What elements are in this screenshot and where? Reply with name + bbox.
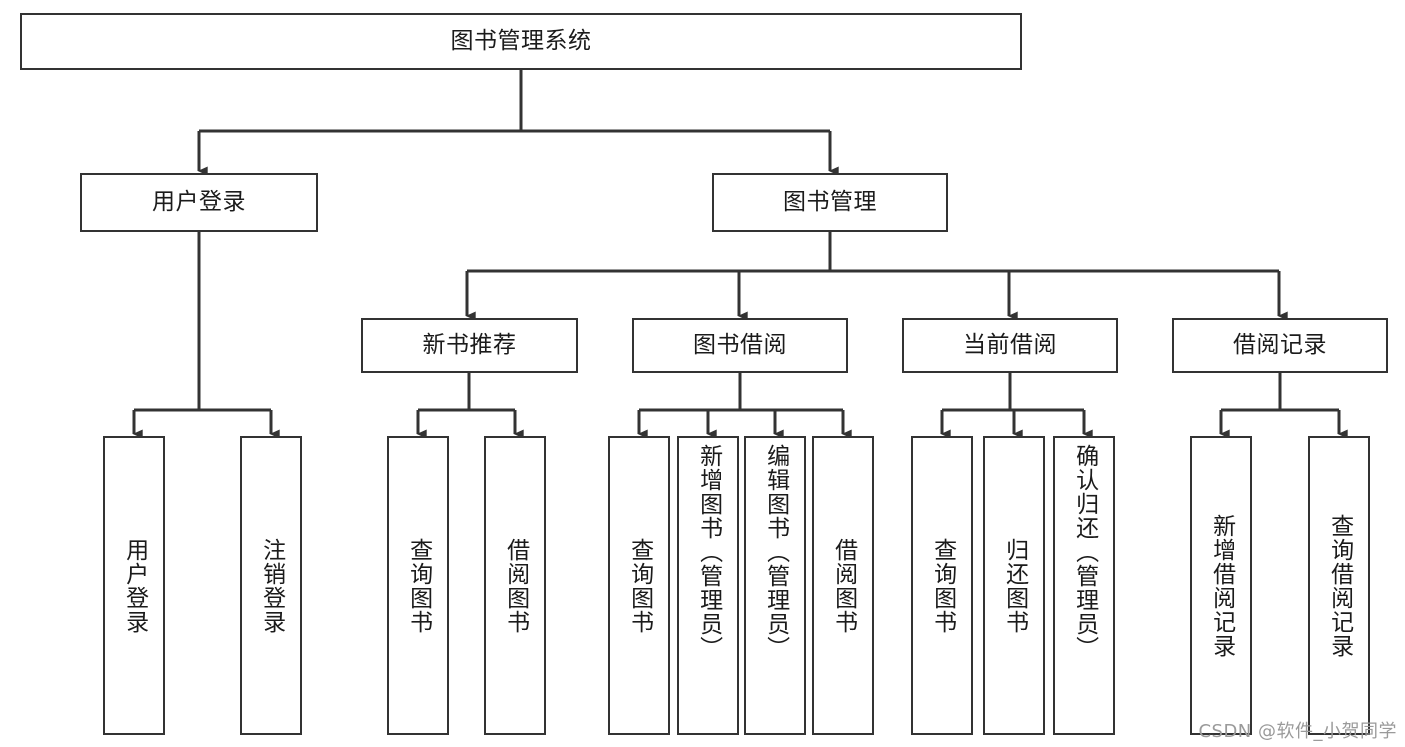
node-root-label: 图书管理系统 xyxy=(450,27,592,54)
connector-book-borrow-to-leaves xyxy=(637,373,852,439)
node-leaf-borrow-book-recommend-label: 借阅图书 xyxy=(502,537,529,634)
node-leaf-borrow-book-label: 借阅图书 xyxy=(830,537,857,634)
node-leaf-add-borrow-record-label: 新增借阅记录 xyxy=(1208,513,1235,658)
node-user-login-label: 用户登录 xyxy=(152,188,246,215)
node-current-borrow[interactable]: 当前借阅 xyxy=(902,318,1118,373)
node-leaf-query-borrow-record-label: 查询借阅记录 xyxy=(1326,513,1353,658)
node-borrow-record[interactable]: 借阅记录 xyxy=(1172,318,1388,373)
node-leaf-user-login[interactable]: 用户登录 xyxy=(103,436,165,735)
connector-root-to-level2 xyxy=(197,70,839,176)
node-leaf-user-logout-label: 注销登录 xyxy=(258,537,285,634)
node-leaf-query-book-borrow-label: 查询图书 xyxy=(626,537,653,634)
node-leaf-return-book-label: 归还图书 xyxy=(1001,537,1028,634)
node-new-book-recommend-label: 新书推荐 xyxy=(422,331,517,358)
node-book-borrow-label: 图书借阅 xyxy=(693,331,787,358)
node-book-borrow[interactable]: 图书借阅 xyxy=(632,318,848,373)
connector-borrow-record-to-leaves xyxy=(1219,373,1348,439)
node-new-book-recommend[interactable]: 新书推荐 xyxy=(361,318,578,373)
node-leaf-add-borrow-record[interactable]: 新增借阅记录 xyxy=(1190,436,1252,735)
node-leaf-query-book-recommend[interactable]: 查询图书 xyxy=(387,436,449,735)
node-leaf-confirm-return-label: 确认归还（管理员） xyxy=(1071,444,1098,660)
connector-book-manage-to-level3 xyxy=(465,232,1288,321)
node-leaf-query-book-current[interactable]: 查询图书 xyxy=(911,436,973,735)
node-root[interactable]: 图书管理系统 xyxy=(20,13,1022,70)
node-leaf-query-book-current-label: 查询图书 xyxy=(929,537,956,634)
node-leaf-add-book[interactable]: 新增图书（管理员） xyxy=(677,436,739,735)
node-leaf-add-book-label: 新增图书（管理员） xyxy=(695,444,722,660)
node-leaf-return-book[interactable]: 归还图书 xyxy=(983,436,1045,735)
node-leaf-edit-book[interactable]: 编辑图书（管理员） xyxy=(744,436,806,735)
node-leaf-borrow-book-recommend[interactable]: 借阅图书 xyxy=(484,436,546,735)
node-leaf-query-book-recommend-label: 查询图书 xyxy=(405,537,432,634)
node-user-login[interactable]: 用户登录 xyxy=(80,173,318,232)
node-book-manage-label: 图书管理 xyxy=(783,188,877,215)
node-borrow-record-label: 借阅记录 xyxy=(1233,331,1327,358)
node-leaf-user-login-label: 用户登录 xyxy=(121,537,148,634)
node-leaf-query-book-borrow[interactable]: 查询图书 xyxy=(608,436,670,735)
node-leaf-query-borrow-record[interactable]: 查询借阅记录 xyxy=(1308,436,1370,735)
node-leaf-user-logout[interactable]: 注销登录 xyxy=(240,436,302,735)
node-book-manage[interactable]: 图书管理 xyxy=(712,173,948,232)
connector-user-login-to-leaves xyxy=(132,232,280,439)
connector-current-borrow-to-leaves xyxy=(940,373,1093,439)
node-current-borrow-label: 当前借阅 xyxy=(963,331,1057,358)
node-leaf-edit-book-label: 编辑图书（管理员） xyxy=(762,444,789,660)
node-leaf-confirm-return[interactable]: 确认归还（管理员） xyxy=(1053,436,1115,735)
connector-new-book-recommend-to-leaves xyxy=(416,373,524,439)
node-leaf-borrow-book[interactable]: 借阅图书 xyxy=(812,436,874,735)
